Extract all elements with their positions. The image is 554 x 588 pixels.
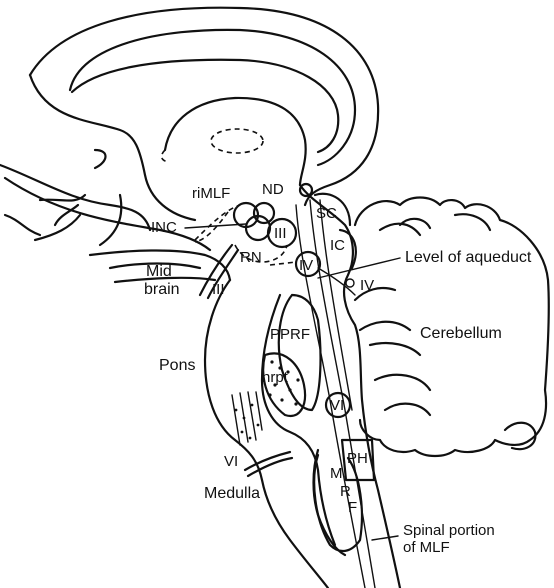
label-medulla: Medulla <box>204 485 260 502</box>
label-spinal-portion: Spinal portion <box>403 522 495 539</box>
label-nd: ND <box>262 181 284 198</box>
label-brain: brain <box>144 281 180 298</box>
thalamus-outline <box>211 129 263 153</box>
cerebellum-folia-3 <box>380 214 490 235</box>
label-cerebellum: Cerebellum <box>420 325 502 342</box>
fornix-end <box>162 150 168 162</box>
rimlf-dash <box>195 205 240 242</box>
label-ph: PH <box>347 450 368 467</box>
label-of-mlf: of MLF <box>403 539 450 556</box>
spinal-pointer <box>372 536 398 540</box>
label-iii-nucleus: III <box>274 225 287 242</box>
label-ic: IC <box>330 237 345 254</box>
label-m: M <box>330 465 343 482</box>
label-vi-nucleus: VI <box>330 397 344 414</box>
label-r: R <box>340 483 351 500</box>
label-nrpt: nrpt <box>262 369 289 386</box>
label-pprf: PPRF <box>270 326 310 343</box>
pontine-fibers <box>232 392 262 445</box>
label-inc: INC <box>151 219 177 236</box>
pineal <box>300 184 312 196</box>
label-pons: Pons <box>159 357 195 374</box>
label-vi-nerve: VI <box>224 453 238 470</box>
cerebellum-folia-1 <box>360 322 420 355</box>
label-iv-nerve: IV <box>360 277 374 294</box>
label-iii-nerve: III <box>212 281 225 298</box>
fornix <box>165 98 306 185</box>
label-rimlf: riMLF <box>192 185 230 202</box>
label-mid: Mid <box>146 263 172 280</box>
sulcus-4 <box>5 215 40 235</box>
label-sc: SC <box>316 205 337 222</box>
label-rn: RN <box>240 249 262 266</box>
sulcus-1 <box>95 150 106 168</box>
pprf-outline <box>279 295 321 410</box>
label-iv-nucleus: IV <box>299 257 313 274</box>
cerebellum-folia-2 <box>375 375 430 415</box>
cerebrum-outline <box>30 8 378 205</box>
third-ventricle-wall <box>30 75 195 220</box>
label-level-of-aqueduct: Level of aqueduct <box>405 249 532 266</box>
label-f: F <box>348 499 357 516</box>
iv-dash <box>270 262 296 265</box>
iv-nerve-node <box>346 279 354 287</box>
corpus-callosum-inner <box>72 60 338 152</box>
